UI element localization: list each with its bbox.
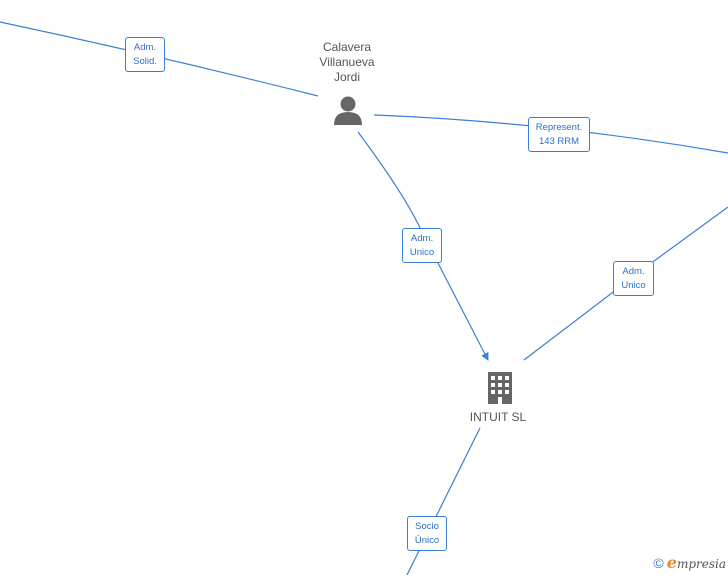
- edge-label-line2: Único: [414, 534, 440, 546]
- edge-socio-unico: [406, 427, 481, 575]
- edge-label-line1: Adm.: [410, 232, 434, 244]
- building-icon[interactable]: [488, 372, 512, 404]
- edge-label-represent[interactable]: Represent. 143 RRM: [528, 117, 590, 152]
- edge-label-line2: Solid.: [133, 55, 157, 67]
- company-name-label: INTUIT SL: [469, 410, 527, 424]
- edge-label-line2: Unico: [409, 246, 435, 258]
- edge-label-line2: 143 RRM: [538, 135, 580, 147]
- edge-label-line1: Socio: [415, 520, 439, 532]
- person-name-label: Calavera Villanueva Jordi: [319, 40, 375, 84]
- edge-label-line2: Unico: [621, 279, 646, 291]
- brand-rest: mpresia: [676, 557, 726, 571]
- edge-label-line1: Adm.: [133, 41, 157, 53]
- edge-label-adm-solid[interactable]: Adm. Solid.: [125, 37, 165, 72]
- copyright-icon: ©: [653, 554, 664, 571]
- edge-label-line1: Represent.: [535, 121, 583, 133]
- person-icon[interactable]: [334, 96, 362, 126]
- edge-label-adm-unico-right[interactable]: Adm. Unico: [613, 261, 654, 296]
- brand-initial: e: [666, 553, 677, 572]
- edge-label-line1: Adm.: [622, 265, 645, 277]
- edge-label-adm-unico-person[interactable]: Adm. Unico: [402, 228, 442, 263]
- edge-label-socio-unico[interactable]: Socio Único: [407, 516, 447, 551]
- brand-footer: © empresia: [653, 553, 726, 572]
- brand-logo[interactable]: empresia: [667, 553, 726, 572]
